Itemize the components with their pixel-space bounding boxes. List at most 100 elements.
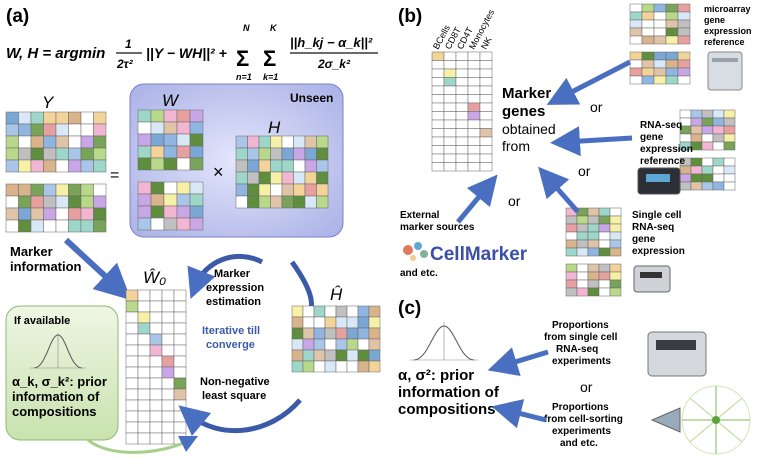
- matrix-cell: [455, 136, 469, 146]
- marker-genes-line3: obtained: [502, 121, 556, 137]
- matrix-cell: [629, 67, 643, 77]
- matrix-cell: [161, 366, 175, 379]
- loop-arrow-top: [187, 253, 264, 299]
- matrix-cell: [125, 344, 139, 357]
- matrix-cell: [431, 145, 445, 155]
- matrix-cell: [55, 219, 69, 233]
- matrix-cell: [316, 171, 329, 185]
- matrix-cell: [598, 287, 611, 297]
- matrix-cell: [189, 145, 204, 159]
- matrix-cell: [629, 35, 643, 45]
- matrix-cell: [479, 94, 493, 104]
- matrix-cell: [443, 162, 457, 172]
- matrix-cell: [316, 147, 329, 161]
- matrix-cell: [149, 366, 163, 379]
- or-label-1: or: [590, 99, 603, 115]
- matrix-cell: [479, 102, 493, 112]
- matrix-cell: [609, 263, 622, 273]
- matrix-cell: [653, 11, 667, 21]
- matrix-cell: [137, 121, 152, 135]
- matrix-cell: [30, 123, 44, 137]
- w0-matrix: [125, 289, 187, 445]
- matrix-cell: [723, 157, 736, 167]
- matrix-cell: [149, 377, 163, 390]
- matrix-cell: [701, 133, 714, 143]
- matrix-cell: [431, 128, 445, 138]
- matrix-cell: [479, 68, 493, 78]
- matrix-cell: [235, 183, 248, 197]
- matrix-cell: [189, 157, 204, 171]
- matrix-cell: [55, 159, 69, 173]
- matrix-cell: [293, 195, 306, 209]
- matrix-cell: [629, 27, 643, 37]
- matrix-cell: [598, 215, 611, 225]
- matrix-cell: [137, 388, 151, 401]
- matrix-cell: [335, 338, 348, 351]
- matrix-cell: [176, 193, 191, 207]
- matrix-cell: [346, 316, 359, 329]
- or-label-c: or: [580, 379, 593, 395]
- matrix-cell: [443, 119, 457, 129]
- matrix-cell: [235, 135, 248, 149]
- matrix-cell: [467, 119, 481, 129]
- matrix-cell: [479, 111, 493, 121]
- matrix-cell: [701, 117, 714, 127]
- matrix-cell: [173, 289, 187, 302]
- matrix-cell: [690, 181, 703, 191]
- matrix-cell: [479, 153, 493, 163]
- matrix-cell: [80, 147, 94, 161]
- matrix-cell: [467, 77, 481, 87]
- matrix-cell: [723, 165, 736, 175]
- matrix-cell: [455, 85, 469, 95]
- matrix-cell: [125, 432, 139, 445]
- cellmarker-logo-icon: [403, 242, 428, 261]
- matrix-cell: [93, 195, 107, 209]
- matrix-cell: [346, 338, 359, 351]
- matrix-cell: [235, 147, 248, 161]
- matrix-cell: [431, 77, 445, 87]
- matrix-cell: [137, 432, 151, 445]
- matrix-cell: [149, 344, 163, 357]
- sum-k-bottom: k=1: [263, 72, 278, 82]
- matrix-cell: [176, 217, 191, 231]
- matrix-cell: [431, 60, 445, 70]
- microarray-matrix: [629, 3, 691, 85]
- matrix-cell: [5, 111, 19, 125]
- matrix-cell: [653, 27, 667, 37]
- matrix-cell: [467, 145, 481, 155]
- matrix-cell: [173, 399, 187, 412]
- matrix-cell: [189, 181, 204, 195]
- matrix-cell: [576, 287, 589, 297]
- matrix-cell: [68, 207, 82, 221]
- matrix-cell: [137, 109, 152, 123]
- matrix-cell: [137, 410, 151, 423]
- matrix-cell: [93, 183, 107, 197]
- matrix-cell: [467, 85, 481, 95]
- prior-line1-c: α, σ²: prior: [398, 367, 474, 384]
- matrix-cell: [576, 223, 589, 233]
- matrix-cell: [125, 377, 139, 390]
- matrix-cell: [18, 207, 32, 221]
- matrix-cell: [68, 135, 82, 149]
- matrix-cell: [313, 327, 326, 340]
- matrix-cell: [565, 215, 578, 225]
- objective-term2-den: 2σ_k²: [317, 57, 351, 71]
- matrix-cell: [258, 135, 271, 149]
- matrix-cell: [55, 207, 69, 221]
- matrix-cell: [316, 159, 329, 173]
- matrix-cell: [173, 388, 187, 401]
- matrix-cell: [677, 19, 691, 29]
- matrix-cell: [281, 195, 294, 209]
- matrix-cell: [18, 195, 32, 209]
- matrix-cell: [665, 75, 679, 85]
- matrix-cell: [641, 11, 655, 21]
- matrix-cell: [335, 305, 348, 318]
- matrix-cell: [173, 377, 187, 390]
- matrix-cell: [431, 94, 445, 104]
- matrix-cell: [316, 183, 329, 197]
- matrix-cell: [161, 388, 175, 401]
- matrix-cell: [149, 432, 163, 445]
- matrix-cell: [270, 195, 283, 209]
- matrix-cell: [291, 316, 304, 329]
- matrix-cell: [576, 271, 589, 281]
